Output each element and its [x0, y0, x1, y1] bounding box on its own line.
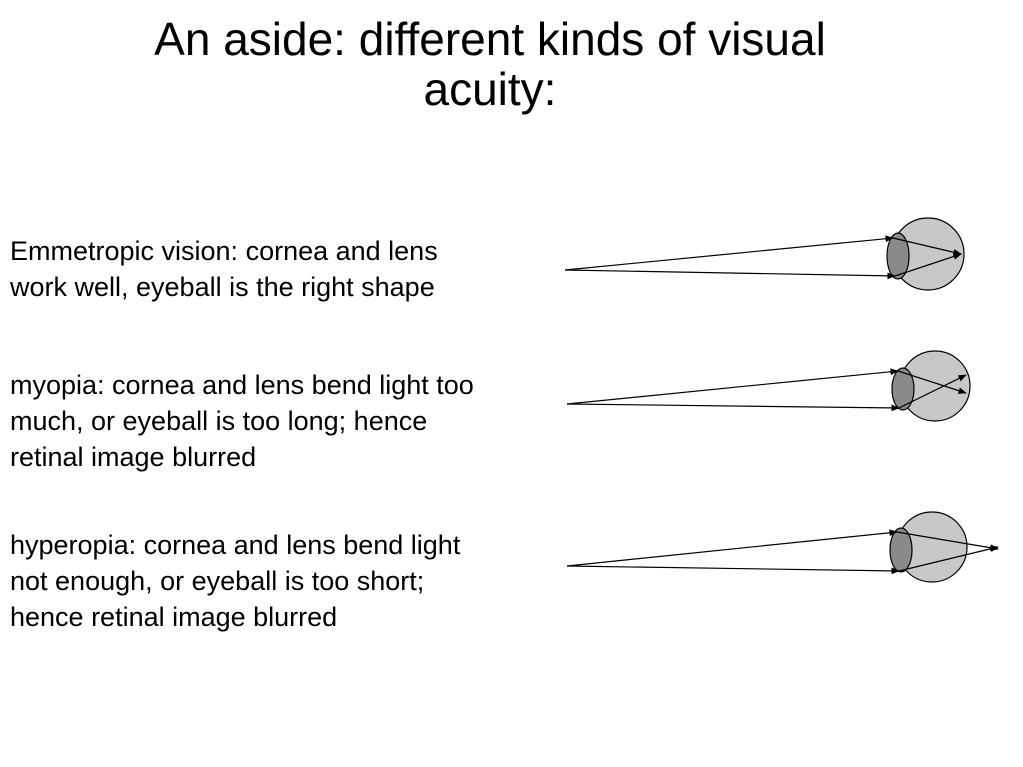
myopia-line-1: myopia: cornea and lens bend light too: [10, 370, 474, 400]
hyperopia-description: hyperopia: cornea and lens bend light no…: [10, 527, 460, 635]
myopia-eye-diagram: [566, 350, 971, 422]
emmetropic-incoming-ray-top: [564, 235, 894, 271]
hyperopia-line-2: not enough, or eyeball is too short;: [10, 566, 425, 596]
myopia-incoming-ray-bottom: [566, 403, 900, 412]
emmetropic-lens: [886, 232, 910, 280]
emmetropic-refracted-ray-bottom: [894, 253, 962, 277]
hyperopia-eyeball: [896, 511, 968, 583]
emmetropic-incoming-ray-bottom: [564, 269, 896, 280]
myopia-refracted-ray-top: [897, 370, 967, 394]
emmetropic-refracted-ray-top: [892, 237, 962, 256]
myopia-description: myopia: cornea and lens bend light too m…: [10, 367, 474, 475]
myopia-lens: [891, 367, 915, 411]
title-line-1: An aside: different kinds of visual: [154, 13, 826, 65]
emmetropic-line-1: Emmetropic vision: cornea and lens: [10, 236, 438, 266]
hyperopia-refracted-ray-top: [896, 531, 999, 552]
myopia-refracted-ray-bottom: [898, 374, 967, 409]
myopia-incoming-ray-top: [566, 368, 899, 405]
title-line-2: acuity:: [423, 63, 557, 115]
hyperopia-refracted-ray-bottom: [898, 545, 999, 572]
hyperopia-lens: [889, 527, 913, 573]
emmetropic-eye-diagram: [564, 217, 965, 291]
myopia-line-2: much, or eyeball is too long; hence: [10, 406, 428, 436]
emmetropic-description: Emmetropic vision: cornea and lens work …: [10, 233, 438, 305]
hyperopia-line-3: hence retinal image blurred: [10, 602, 338, 632]
hyperopia-eye-diagram: [566, 511, 999, 583]
hyperopia-incoming-ray-bottom: [566, 565, 900, 575]
myopia-eyeball: [899, 350, 971, 422]
slide-title: An aside: different kinds of visual acui…: [40, 14, 940, 114]
hyperopia-line-1: hyperopia: cornea and lens bend light: [10, 530, 461, 560]
emmetropic-line-2: work well, eyeball is the right shape: [10, 272, 435, 302]
emmetropic-eyeball: [891, 217, 965, 291]
myopia-line-3: retinal image blurred: [10, 442, 257, 472]
hyperopia-incoming-ray-top: [566, 529, 898, 567]
